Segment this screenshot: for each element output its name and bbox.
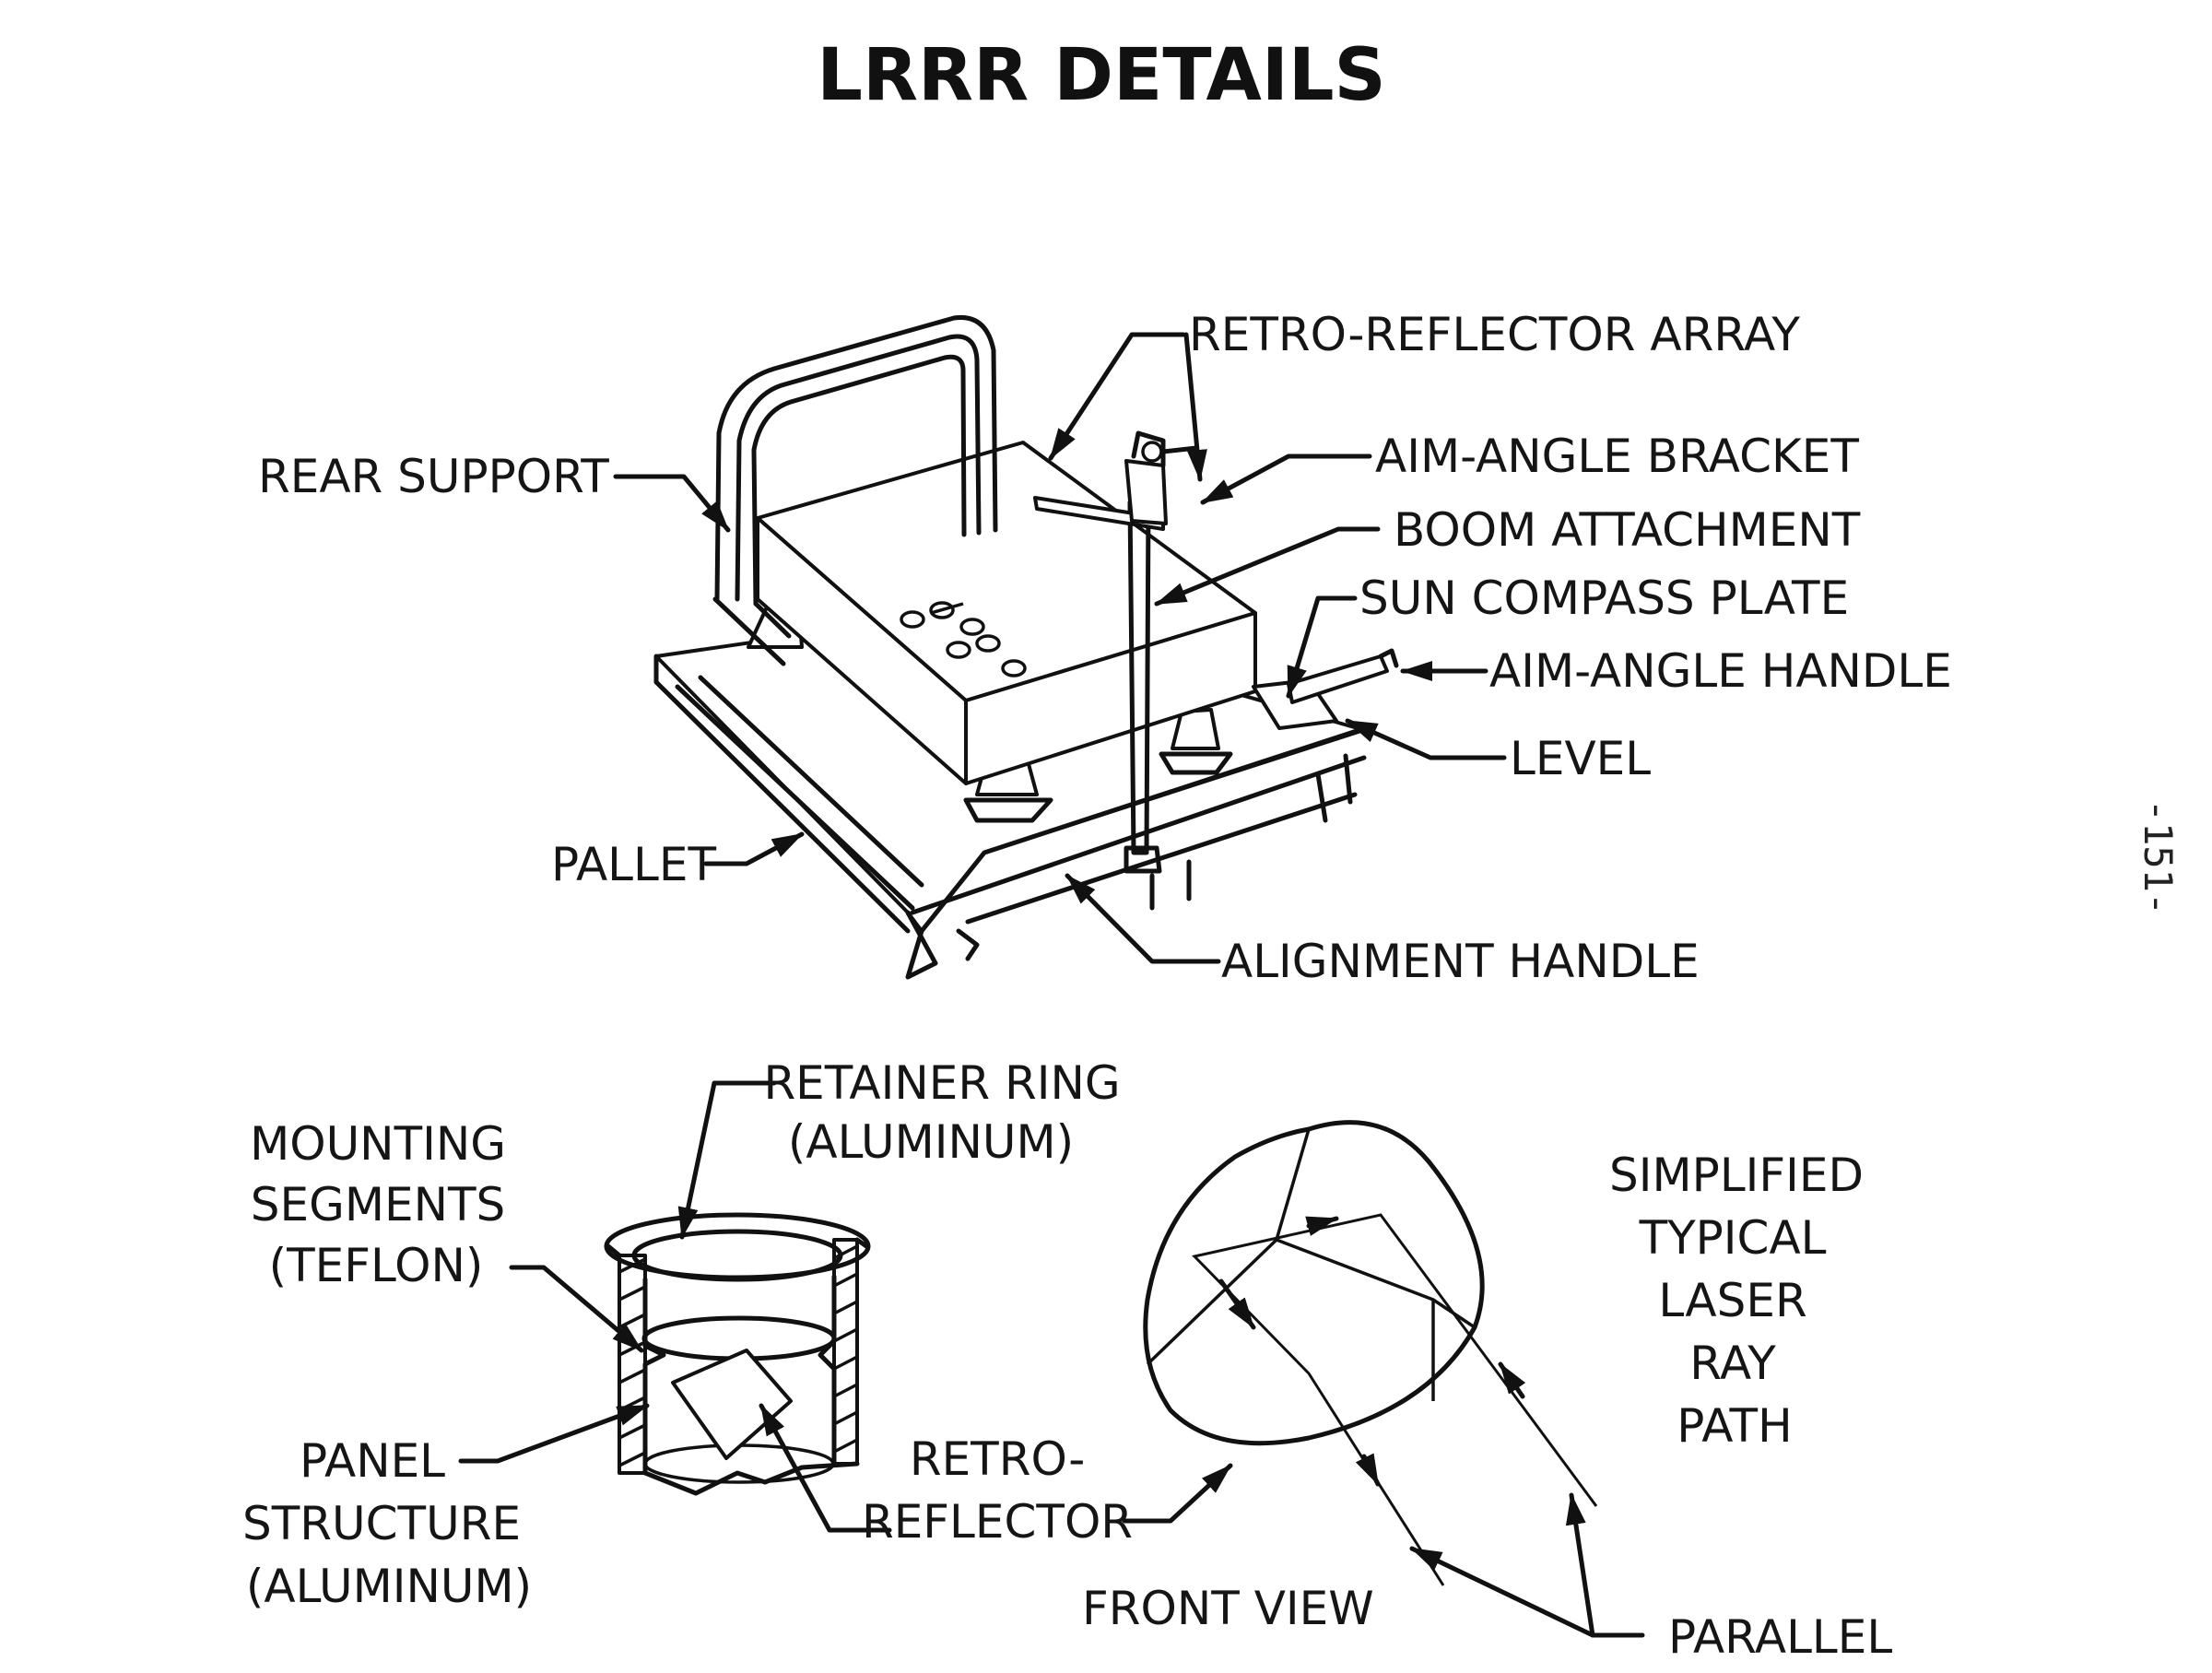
label-panel-structure-line-2: STRUCTURE: [242, 1497, 521, 1550]
label-retro-reflector-line-1: RETRO-: [910, 1432, 1085, 1486]
sun-compass-and-handle: [1252, 648, 1399, 730]
page-title: LRRR DETAILS: [817, 34, 1386, 117]
label-mounting-segments: MOUNTING SEGMENTS (TEFLON): [250, 1117, 521, 1292]
label-simplified-line-1: SIMPLIFIED: [1609, 1149, 1864, 1202]
label-panel-structure-line-1: PANEL: [300, 1434, 445, 1488]
label-retro-reflector-line-2: REFLECTOR: [862, 1495, 1133, 1549]
label-front-view: FRONT VIEW: [1082, 1582, 1374, 1635]
label-simplified-line-5: PATH: [1677, 1399, 1792, 1453]
label-aim-angle-handle: AIM-ANGLE HANDLE: [1489, 644, 1952, 698]
label-retro-reflector: RETRO- REFLECTOR: [862, 1432, 1133, 1549]
label-aim-angle-bracket: AIM-ANGLE BRACKET: [1375, 430, 1859, 483]
label-parallel: PARALLEL: [1668, 1610, 1892, 1664]
label-retro-reflector-array: RETRO-REFLECTOR ARRAY: [1189, 308, 1800, 361]
lrrr-assembly-illustration: [653, 314, 1399, 980]
boom-and-aim-bracket: [1033, 430, 1199, 874]
label-mounting-segments-line-2: SEGMENTS: [251, 1178, 506, 1231]
label-sun-compass-plate: SUN COMPASS PLATE: [1359, 571, 1849, 625]
label-pallet: PALLET: [551, 838, 716, 891]
label-retainer-ring-line-2: (ALUMINUM): [788, 1115, 1074, 1169]
rear-support-frame: [712, 314, 998, 666]
retro-reflector-cross-section: [604, 1212, 871, 1496]
label-alignment-handle: ALIGNMENT HANDLE: [1221, 935, 1700, 988]
label-retainer-ring: RETAINER RING (ALUMINUM): [763, 1056, 1135, 1169]
label-mounting-segments-line-3: (TEFLON): [269, 1239, 484, 1292]
label-retainer-ring-line-1: RETAINER RING: [763, 1056, 1120, 1110]
label-simplified-line-3: LASER: [1658, 1274, 1806, 1327]
label-simplified-laser-path: SIMPLIFIED TYPICAL LASER RAY PATH: [1609, 1149, 1878, 1453]
front-view-leaders: [1122, 1463, 1645, 1638]
section-leaders: [458, 1080, 892, 1533]
laser-ray-path: [1192, 1213, 1598, 1586]
label-mounting-segments-line-1: MOUNTING: [250, 1117, 506, 1171]
front-view-corner-cube: [1143, 1120, 1485, 1446]
label-boom-attachment: BOOM ATTACHMENT: [1394, 503, 1861, 557]
label-panel-structure: PANEL STRUCTURE (ALUMINUM): [242, 1434, 535, 1613]
label-panel-structure-line-3: (ALUMINUM): [246, 1560, 532, 1613]
assembly-leaders: [613, 332, 1507, 964]
label-level: LEVEL: [1510, 732, 1651, 785]
label-simplified-line-2: TYPICAL: [1639, 1211, 1827, 1265]
page-number: -151-: [2136, 799, 2181, 915]
label-simplified-line-4: RAY: [1689, 1337, 1776, 1390]
label-rear-support: REAR SUPPORT: [258, 450, 609, 503]
